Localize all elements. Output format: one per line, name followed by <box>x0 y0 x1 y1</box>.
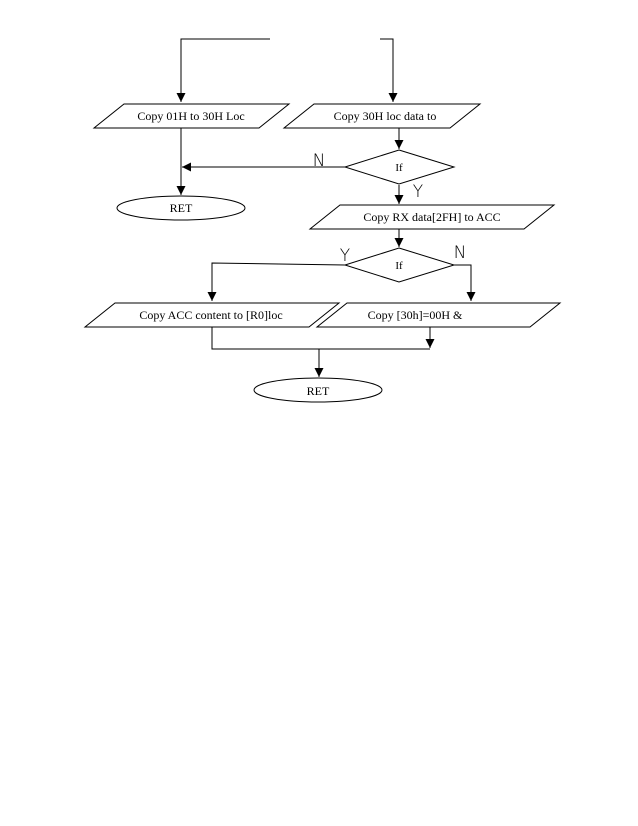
process-copy-30h-label: Copy 30H loc data to <box>334 109 437 123</box>
decision-1-yes-label: Y <box>413 182 423 202</box>
terminal-ret-2-label: RET <box>307 384 330 398</box>
process-copy-rx: Copy RX data[2FH] to ACC <box>308 204 556 230</box>
decision-1-no-label: N <box>313 151 326 171</box>
decision-2-yes-label: Y <box>340 246 350 266</box>
connector-merge-left <box>211 327 430 350</box>
decision-1-shape <box>343 149 456 185</box>
process-copy-rx-label: Copy RX data[2FH] to ACC <box>363 210 500 224</box>
process-copy-30h-00h-shape <box>315 302 562 328</box>
process-copy-acc-shape <box>83 302 341 328</box>
decision-2: If <box>343 247 456 283</box>
entry-connector-left <box>176 38 270 102</box>
decision-2-no-label: N <box>454 243 467 263</box>
process-copy-rx-shape <box>308 204 556 230</box>
process-copy-acc: Copy ACC content to [R0]loc <box>83 302 341 328</box>
entry-connector-right <box>380 38 398 102</box>
process-copy-30h: Copy 30H loc data to <box>282 103 482 129</box>
process-copy-30h-00h-label: Copy [30h]=00H & <box>368 308 463 322</box>
terminal-ret-2: RET <box>253 377 383 403</box>
process-copy-30h-shape <box>282 103 482 129</box>
decision-2-label: If <box>395 260 403 272</box>
decision-1: If <box>343 149 456 185</box>
process-copy-acc-label: Copy ACC content to [R0]loc <box>139 308 282 322</box>
connector-decision-2-yes <box>207 262 346 301</box>
terminal-ret-2-shape <box>253 377 383 403</box>
connector-decision-2-no <box>454 264 476 301</box>
process-copy-01h-label: Copy 01H to 30H Loc <box>137 109 244 123</box>
terminal-ret-1-label: RET <box>170 201 193 215</box>
process-copy-01h-shape <box>92 103 291 129</box>
terminal-ret-1: RET <box>116 195 246 221</box>
process-copy-30h-00h: Copy [30h]=00H & <box>315 302 562 328</box>
process-copy-01h: Copy 01H to 30H Loc <box>92 103 291 129</box>
decision-2-shape <box>343 247 456 283</box>
decision-1-label: If <box>395 162 403 174</box>
terminal-ret-1-shape <box>116 195 246 221</box>
